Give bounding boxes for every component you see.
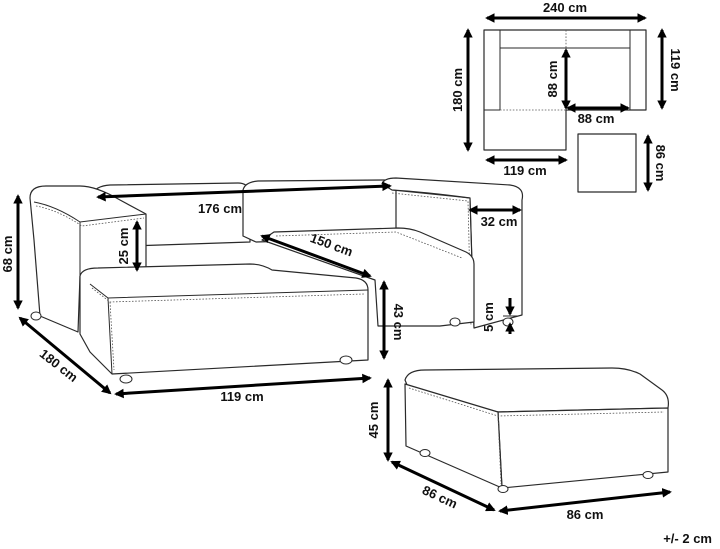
chaise-cushion [79,263,369,375]
sofa-leg [339,355,353,365]
ottoman-depth-label: 86 cm [420,482,460,511]
ottoman-plan: 86 cm [577,133,668,193]
ottoman-leg [497,485,509,493]
chaise-width-label: 119 cm [220,389,263,404]
sofa-leg [449,317,461,327]
plan-width-label: 240 cm [543,0,587,15]
ottoman-plan-outline [577,133,637,193]
ottoman-width-label: 86 cm [567,507,604,522]
corner-sofa [29,177,524,384]
sofa-height-label: 68 cm [0,236,15,273]
arm-height-label: 25 cm [116,228,131,265]
ottoman-top [404,367,669,413]
chaise-length-dimension [18,316,112,395]
plan-depth-label: 119 cm [668,48,683,91]
plan-chaise-width-label: 119 cm [503,163,546,178]
ottoman-width-dimension [498,488,672,515]
back-width-label: 176 cm [198,201,242,216]
ottoman-front-face [497,407,669,489]
seat-depth-dimension [260,234,372,278]
ottoman-leg [642,471,654,479]
seat-height-label: 43 cm [391,304,406,341]
sofa-leg [119,374,133,384]
tolerance-note: +/- 2 cm [663,531,712,546]
ottoman-plan-depth-label: 86 cm [653,145,668,182]
sofa-leg [30,311,42,321]
plan-chaise-length-label: 180 cm [450,68,465,112]
ottoman-height-label: 45 cm [366,402,381,439]
back-width-dimension [96,181,392,202]
chaise-width-dimension [114,373,372,399]
ottoman-leg [419,449,431,457]
ottoman-depth-dimension [390,460,496,512]
plan-inner-depth-label: 88 cm [545,61,560,98]
arm-width-label: 32 cm [481,214,518,229]
leg-height-label: 5 cm [481,302,496,332]
plan-view: 240 cm 119 cm 180 cm 119 cm 88 cm 88 cm [450,0,683,178]
plan-back-rail [499,30,631,49]
right-armrest [381,177,524,329]
ottoman [404,367,669,493]
plan-inner-width-label: 88 cm [578,111,615,126]
